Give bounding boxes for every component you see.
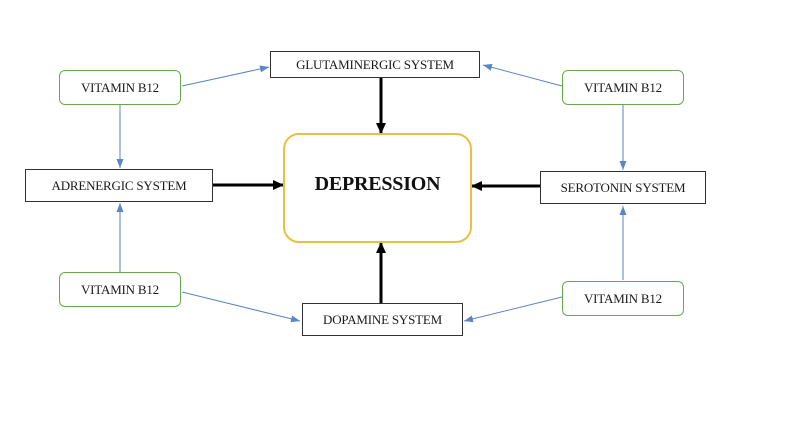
arrow-vitamin-tr-to-glutaminergic: [482, 63, 563, 87]
depression-node: DEPRESSION: [283, 133, 472, 243]
vitamin-b12-bottom-left: VITAMIN B12: [59, 272, 181, 307]
adrenergic-system-node: ADRENERGIC SYSTEM: [25, 169, 213, 202]
arrow-vitamin-bl-to-dopamine: [181, 291, 301, 323]
vitamin-b12-top-right: VITAMIN B12: [562, 70, 684, 105]
serotonin-system-node: SEROTONIN SYSTEM: [540, 171, 706, 204]
dopamine-system-node: DOPAMINE SYSTEM: [302, 303, 463, 336]
arrow-vitamin-tl-to-glutaminergic: [181, 65, 270, 87]
vitamin-b12-top-left: VITAMIN B12: [59, 70, 181, 105]
vitamin-b12-bottom-right: VITAMIN B12: [562, 281, 684, 316]
glutaminergic-system-node: GLUTAMINERGIC SYSTEM: [270, 51, 480, 78]
arrow-vitamin-br-to-dopamine: [463, 296, 563, 323]
